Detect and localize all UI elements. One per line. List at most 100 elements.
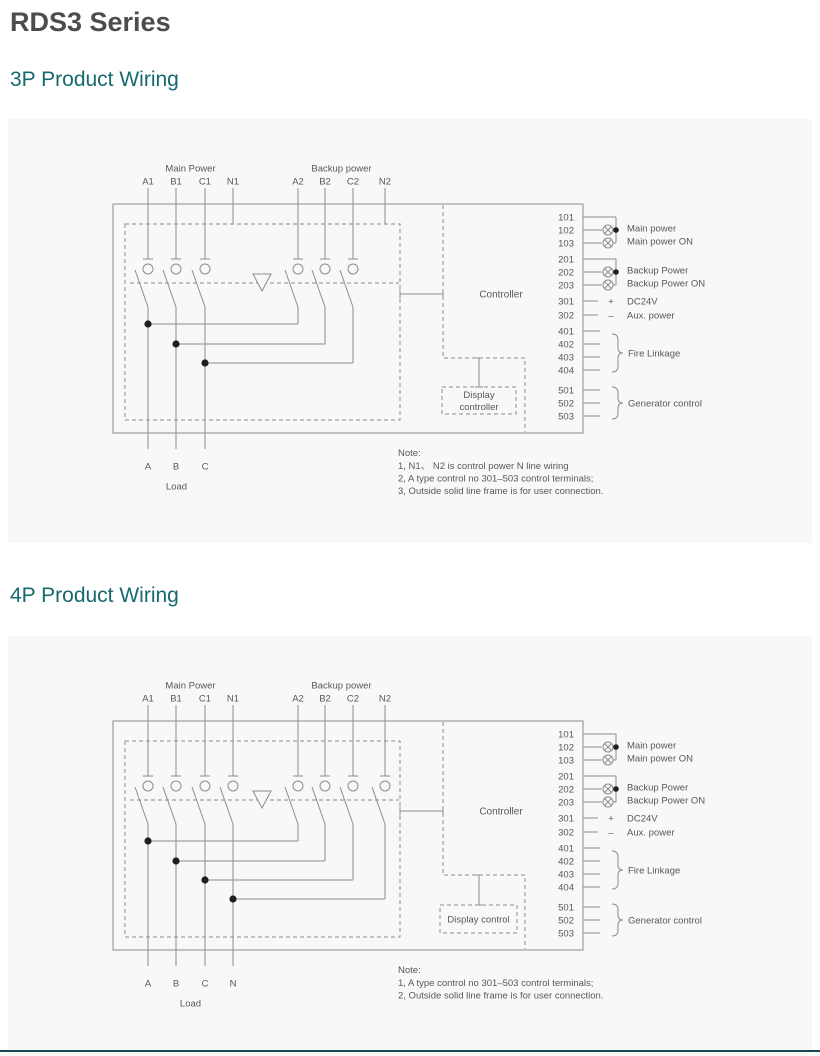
load-terminal-label: C	[202, 462, 209, 473]
terminal-number: 502	[558, 916, 574, 927]
input-terminal-label: A2	[292, 694, 304, 705]
polarity-sign: –	[608, 828, 614, 839]
terminal-number: 401	[558, 844, 574, 855]
terminal-number: 401	[558, 327, 574, 338]
group-brace	[611, 386, 624, 420]
indicator-label: Backup Power ON	[627, 279, 705, 290]
terminal-number: 103	[558, 756, 574, 767]
note-line: 3, Outside solid line frame is for user …	[398, 486, 603, 497]
terminal-number: 202	[558, 268, 574, 279]
terminal-label: Aux. power	[627, 828, 675, 839]
terminal-number: 503	[558, 929, 574, 940]
terminal-number: 501	[558, 386, 574, 397]
terminal-number: 201	[558, 772, 574, 783]
terminal-number: 404	[558, 366, 574, 377]
switch-blade	[339, 786, 354, 825]
input-terminal-label: B1	[170, 694, 182, 705]
terminal-number: 101	[558, 730, 574, 741]
group-brace	[611, 850, 624, 890]
polarity-sign: –	[608, 311, 614, 322]
switch-contact-icon	[170, 780, 182, 792]
switch-blade	[134, 269, 149, 308]
lamp-icon	[604, 756, 612, 764]
terminal-number: 102	[558, 743, 574, 754]
input-terminal-label: A2	[292, 177, 304, 188]
group-brace	[611, 903, 624, 937]
switch-blade	[162, 786, 177, 825]
terminal-number: 403	[558, 353, 574, 364]
lamp-icon	[604, 226, 612, 234]
switch-blade	[311, 269, 326, 308]
note-line: 2, Outside solid line frame is for user …	[398, 990, 603, 1001]
load-terminal-label: A	[145, 462, 152, 473]
input-terminal-label: N1	[227, 177, 239, 188]
terminal-group-label: Fire Linkage	[628, 866, 680, 877]
page: RDS3 Series 3P Product Wiring Main Power…	[0, 6, 820, 1056]
lamp-icon	[604, 268, 612, 276]
lamp-icon	[604, 785, 612, 793]
junction-dot	[172, 340, 180, 348]
interlock-triangle-icon	[252, 273, 272, 293]
input-terminal-label: B2	[319, 177, 331, 188]
junction-dot	[613, 786, 619, 792]
display-controller-box	[441, 386, 517, 415]
terminal-number: 402	[558, 857, 574, 868]
terminal-label: DC24V	[627, 297, 658, 308]
input-terminal-label: C1	[199, 694, 211, 705]
input-terminal-label: N2	[379, 694, 391, 705]
terminal-number: 103	[558, 239, 574, 250]
terminal-number: 201	[558, 255, 574, 266]
input-terminal-label: B1	[170, 177, 182, 188]
switch-blade	[162, 269, 177, 308]
junction-dot	[229, 895, 237, 903]
lamp-icon	[604, 239, 612, 247]
terminal-number: 202	[558, 785, 574, 796]
note-line: 2, A type control no 301–503 control ter…	[398, 473, 593, 484]
junction-dot	[144, 320, 152, 328]
terminal-number: 402	[558, 340, 574, 351]
input-terminal-label: C2	[347, 177, 359, 188]
backup-power-group-label: Backup power	[311, 681, 371, 692]
indicator-label: Main power ON	[627, 754, 693, 765]
controller-label: Controller	[479, 290, 523, 301]
lamp-icon	[604, 743, 612, 751]
input-terminal-label: A1	[142, 177, 154, 188]
terminal-number: 501	[558, 903, 574, 914]
terminal-number: 102	[558, 226, 574, 237]
input-terminal-label: A1	[142, 694, 154, 705]
display-controller-label: Display	[463, 390, 494, 401]
terminal-number: 301	[558, 814, 574, 825]
indicator-label: Main power ON	[627, 237, 693, 248]
junction-dot	[613, 744, 619, 750]
switch-blade	[191, 269, 206, 308]
display-controller-label: controller	[459, 402, 498, 413]
terminal-number: 403	[558, 870, 574, 881]
switch-contact-icon	[142, 780, 154, 792]
main-power-group-label: Main Power	[165, 681, 215, 692]
note-line: 1, N1、 N2 is control power N line wiring	[398, 461, 569, 472]
junction-dot	[172, 857, 180, 865]
terminal-label: DC24V	[627, 814, 658, 825]
input-terminal-label: N1	[227, 694, 239, 705]
switch-blade	[134, 786, 149, 825]
switch-blade	[284, 269, 299, 308]
load-terminal-label: N	[230, 979, 237, 990]
terminal-number: 101	[558, 213, 574, 224]
switch-contact-icon	[319, 780, 331, 792]
terminal-number: 404	[558, 883, 574, 894]
terminal-number: 302	[558, 311, 574, 322]
controller-label: Controller	[479, 807, 523, 818]
terminal-group-label: Generator control	[628, 916, 702, 927]
load-terminal-label: A	[145, 979, 152, 990]
device-dashed-frame	[124, 740, 401, 938]
load-terminal-label: B	[173, 979, 179, 990]
switch-contact-icon	[347, 263, 359, 275]
backup-power-group-label: Backup power	[311, 164, 371, 175]
input-terminal-label: B2	[319, 694, 331, 705]
main-power-group-label: Main Power	[165, 164, 215, 175]
terminal-group-label: Fire Linkage	[628, 349, 680, 360]
switch-contact-icon	[292, 263, 304, 275]
